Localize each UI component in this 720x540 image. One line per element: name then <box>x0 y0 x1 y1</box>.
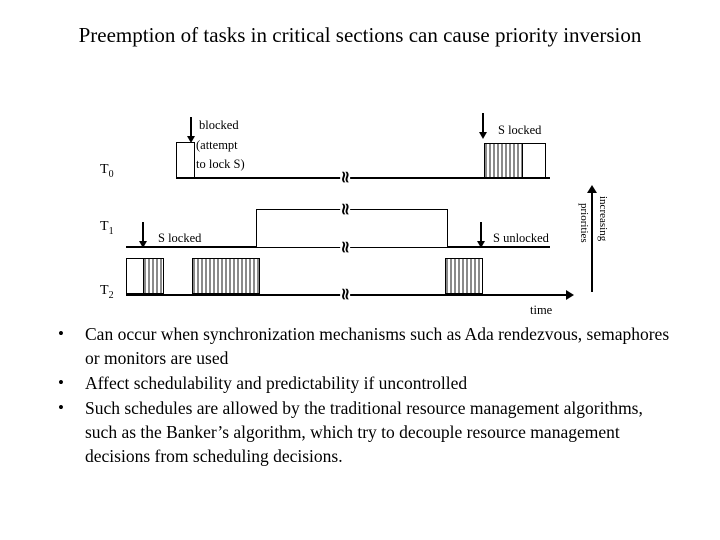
task-label-t2: T2 <box>100 283 114 301</box>
bullet-text-3: Such schedules are allowed by the tradit… <box>85 398 643 466</box>
blocked-arrow-icon <box>187 117 196 143</box>
t2-critical-section-box-3 <box>445 258 483 294</box>
bullet-marker-1: • <box>58 324 64 343</box>
break-mark-t2: ≈ <box>335 285 356 303</box>
priority-inversion-diagram: T0 blocked (attempt to lock S) S locked … <box>100 113 609 317</box>
bullet-text-1: Can occur when synchronization mechanism… <box>85 324 670 368</box>
annotation-time: time <box>530 303 553 317</box>
t2-critical-section-box-1 <box>143 258 164 294</box>
bullet-item-2: • Affect schedulability and predictabili… <box>50 371 675 395</box>
timeline-t0 <box>176 177 550 179</box>
annotation-s-locked-t1: S locked <box>158 231 202 245</box>
bullet-item-3: • Such schedules are allowed by the trad… <box>50 396 675 468</box>
bullet-text-2: Affect schedulability and predictability… <box>85 373 468 393</box>
break-mark-t1-top: ≈ <box>335 200 356 218</box>
annotation-attempt: (attempt <box>196 138 238 152</box>
t2-execution-box-1 <box>126 258 144 294</box>
bullet-list: • Can occur when synchronization mechani… <box>50 322 675 469</box>
s-locked-arrow-t0-icon <box>479 113 488 139</box>
annotation-to-lock-s: to lock S) <box>196 157 245 171</box>
t2-critical-section-box-2 <box>192 258 260 294</box>
bullet-marker-3: • <box>58 398 64 417</box>
break-mark-t1-bottom: ≈ <box>335 238 356 256</box>
annotation-s-unlocked: S unlocked <box>493 231 549 245</box>
task-label-t1: T1 <box>100 219 114 237</box>
t1-blocked-box <box>256 209 448 248</box>
annotation-blocked: blocked <box>199 118 239 132</box>
break-mark-t0: ≈ <box>335 168 356 186</box>
s-unlocked-arrow-icon <box>477 222 486 249</box>
task-label-t0: T0 <box>100 162 114 180</box>
priority-axis-label-increasing: increasing <box>597 196 609 242</box>
page-title: Preemption of tasks in critical sections… <box>78 23 642 47</box>
t0-execution-box-2 <box>522 143 546 178</box>
bullet-item-1: • Can occur when synchronization mechani… <box>50 322 675 370</box>
bullet-marker-2: • <box>58 373 64 392</box>
t0-execution-box <box>176 142 195 178</box>
s-locked-arrow-t1-icon <box>139 222 148 249</box>
time-arrow-icon <box>566 290 574 300</box>
annotation-s-locked-t0: S locked <box>498 123 542 137</box>
t0-critical-section-box <box>484 143 523 178</box>
priority-axis-label-priorities: priorities <box>578 203 590 243</box>
